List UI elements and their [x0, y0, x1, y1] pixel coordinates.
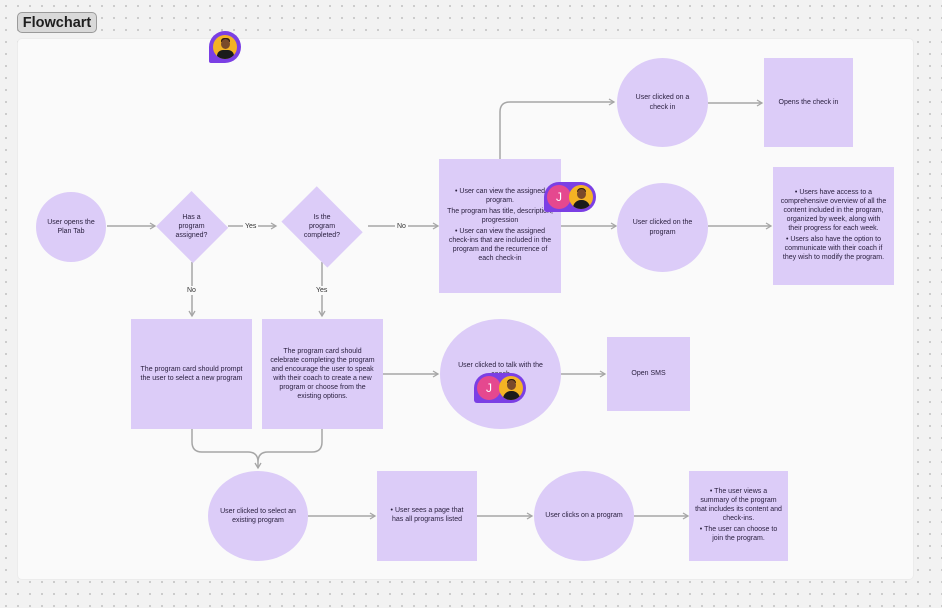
bullet-item: The program has title, description, prog… [447, 207, 553, 224]
node-label: User clicked on the program [632, 219, 693, 236]
node-open-sms[interactable]: Open SMS [607, 337, 690, 411]
bullet-item: The user views a summary of the program … [695, 487, 782, 523]
collaborator-avatar-j: J [477, 376, 501, 400]
node-view-assigned-program[interactable]: User can view the assigned program. The … [439, 159, 561, 293]
user-avatar-icon [499, 376, 523, 400]
node-label: User clicked on a check in [635, 94, 690, 111]
collaborator-avatar-j: J [547, 185, 571, 209]
node-label: Open SMS [631, 370, 666, 378]
collaborator-cursors: J [544, 182, 596, 212]
node-program-summary[interactable]: The user views a summary of the program … [689, 471, 788, 561]
user-avatar-icon [569, 185, 593, 209]
node-label: Opens the check in [778, 98, 839, 106]
decision-program-completed[interactable]: Is the program completed? [276, 191, 368, 262]
bullet-item: User sees a page that has all programs l… [385, 506, 469, 524]
edge-label-yes: Yes [243, 222, 259, 231]
node-prompt-new-program[interactable]: The program card should prompt the user … [131, 319, 252, 429]
node-label: User opens the Plan Tab [47, 218, 95, 235]
node-open-plan-tab[interactable]: User opens the Plan Tab [36, 192, 106, 262]
user-avatar-icon [213, 35, 237, 59]
node-bullet-list: User can view the assigned program. The … [447, 187, 553, 266]
node-label: The program card should celebrate comple… [270, 347, 375, 401]
frame-title[interactable]: Flowchart [17, 12, 97, 33]
decision-program-assigned[interactable]: Has a program assigned? [155, 191, 228, 262]
collaborator-cursor [209, 31, 241, 63]
edge-label-no: No [185, 286, 198, 295]
arrow-merge-to-select [191, 429, 323, 468]
node-clicked-program[interactable]: User clicked on the program [617, 183, 708, 272]
bullet-item: Users also have the option to communicat… [780, 235, 887, 262]
edge-label-yes: Yes [314, 286, 330, 295]
node-label: User clicks on a program [545, 512, 623, 520]
node-celebrate-completion[interactable]: The program card should celebrate comple… [262, 319, 383, 429]
node-clicked-check-in[interactable]: User clicked on a check in [617, 58, 708, 147]
node-bullet-list: Users have access to a comprehensive ove… [780, 188, 887, 265]
node-clicks-on-program[interactable]: User clicks on a program [534, 471, 634, 561]
decision-label: Is the program completed? [303, 213, 341, 240]
node-bullet-list: User sees a page that has all programs l… [385, 506, 469, 526]
node-opens-check-in[interactable]: Opens the check in [764, 58, 853, 147]
node-all-programs-list[interactable]: User sees a page that has all programs l… [377, 471, 477, 561]
collaborator-cursors: J [474, 373, 526, 403]
edge-label-no: No [395, 222, 408, 231]
bullet-item: User can view the assigned program. [447, 187, 553, 205]
node-bullet-list: The user views a summary of the program … [695, 487, 782, 546]
bullet-item: User can view the assigned check-ins tha… [447, 227, 553, 263]
node-label: The program card should prompt the user … [140, 365, 243, 382]
node-program-overview[interactable]: Users have access to a comprehensive ove… [773, 167, 894, 285]
bullet-item: The user can choose to join the program. [695, 525, 782, 543]
arrow-view-to-checkin [499, 98, 616, 159]
bullet-item: Users have access to a comprehensive ove… [780, 188, 887, 233]
node-label: User clicked to select an existing progr… [220, 507, 296, 524]
node-select-existing-program[interactable]: User clicked to select an existing progr… [208, 471, 308, 561]
decision-label: Has a program assigned? [175, 213, 208, 240]
